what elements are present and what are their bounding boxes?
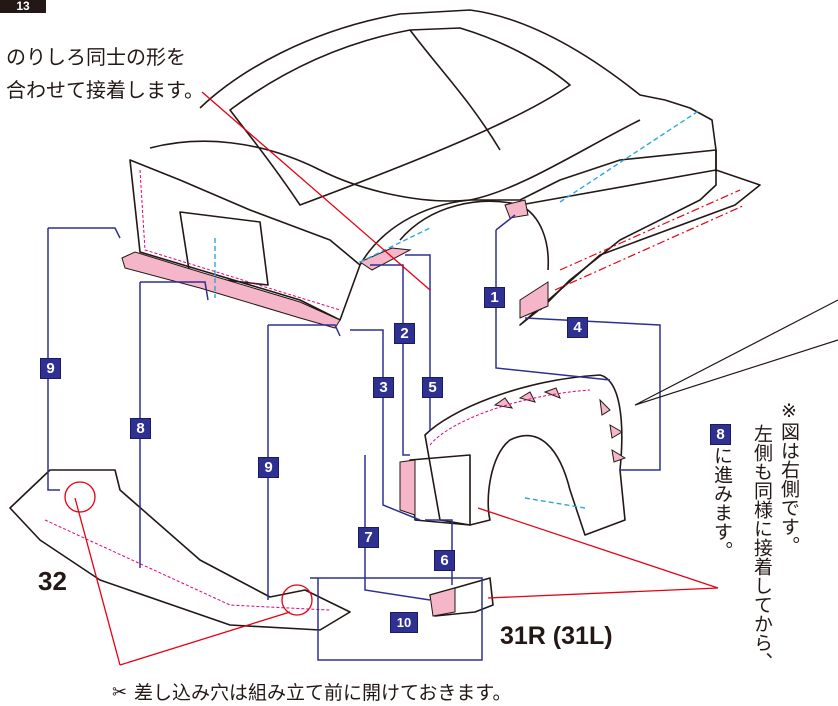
callout-cut-1 bbox=[74, 497, 121, 666]
arch-part-outline bbox=[424, 374, 626, 536]
glue-tab-arch-front bbox=[399, 459, 416, 516]
car-floor-panel bbox=[519, 169, 761, 326]
callout-glue bbox=[201, 91, 431, 291]
glue-tab-small bbox=[429, 587, 456, 617]
fold-line-1 bbox=[559, 189, 741, 271]
guide-line-9-left bbox=[47, 227, 121, 491]
part-label-32: 32 bbox=[38, 566, 67, 596]
fold-line-2 bbox=[554, 204, 746, 291]
callout-cut-2 bbox=[119, 611, 291, 666]
callout-match-2 bbox=[487, 587, 719, 599]
fold-line-arch bbox=[429, 389, 591, 446]
cut-hole-marker-1 bbox=[64, 481, 96, 513]
step-badge-9-mid: 9 bbox=[258, 457, 279, 478]
car-rear-window bbox=[229, 27, 571, 206]
car-roof-outline bbox=[199, 9, 717, 172]
scissors-icon: ✂ bbox=[112, 682, 128, 703]
cut-hole-marker-2 bbox=[281, 584, 313, 616]
cut-instruction: 差し込み穴は組み立て前に開けておきます。 bbox=[134, 682, 512, 704]
glue-tab-wheel-arch bbox=[504, 199, 529, 219]
guide-line-7 bbox=[364, 455, 431, 601]
guide-line-10 bbox=[310, 577, 483, 661]
guide-line-4 bbox=[524, 317, 661, 471]
step-badge-6: 6 bbox=[434, 550, 455, 571]
guide-line-2 bbox=[370, 264, 410, 456]
step-badge-1: 1 bbox=[484, 287, 505, 308]
glue-instruction-line1: のりしろ同士の形を bbox=[6, 45, 186, 69]
step-badge-8: 8 bbox=[130, 418, 151, 439]
car-rear-face bbox=[129, 159, 361, 321]
callout-match-1 bbox=[477, 507, 719, 589]
guide-line-5 bbox=[405, 254, 431, 430]
car-license-recess bbox=[179, 211, 269, 286]
step-badge-4: 4 bbox=[567, 317, 588, 338]
fold-line-part32 bbox=[44, 519, 331, 611]
side-note-line1: ※図は右側です。 bbox=[778, 400, 800, 555]
step-badge-7: 7 bbox=[358, 527, 379, 548]
step-number-tab: 13 bbox=[0, 0, 46, 13]
step-badge-10: 10 bbox=[390, 612, 418, 633]
car-roof-line bbox=[409, 29, 501, 151]
step-badge-9-left: 9 bbox=[40, 358, 61, 379]
step-badge-3: 3 bbox=[373, 377, 394, 398]
side-note-line3: に進みます。 bbox=[711, 446, 733, 560]
car-side-panel bbox=[359, 149, 717, 311]
dashed-ref-arch bbox=[524, 497, 586, 509]
rear-part-outline bbox=[9, 469, 351, 631]
dashed-ref-roof bbox=[559, 109, 701, 203]
guide-line-3 bbox=[350, 329, 421, 521]
step-badge-2: 2 bbox=[394, 323, 415, 344]
dashed-ref-side bbox=[359, 227, 431, 263]
side-note-line2: 左側も同様に接着してから、 bbox=[751, 424, 773, 671]
arch-part-front bbox=[409, 454, 471, 526]
pointer-side-note bbox=[634, 299, 838, 406]
glue-tab-arch-top bbox=[493, 387, 627, 463]
fold-line-rear bbox=[139, 169, 341, 311]
part-label-31: 31R (31L) bbox=[500, 622, 613, 650]
car-rear-deck bbox=[149, 119, 641, 202]
glue-tab-floor bbox=[519, 281, 549, 319]
side-note-step-badge: 8 bbox=[710, 424, 731, 445]
glue-tab-rear-lower bbox=[121, 251, 341, 329]
guide-line-1 bbox=[495, 214, 611, 381]
step-badge-5: 5 bbox=[422, 377, 443, 398]
glue-instruction-line2: 合わせて接着します。 bbox=[6, 78, 204, 102]
